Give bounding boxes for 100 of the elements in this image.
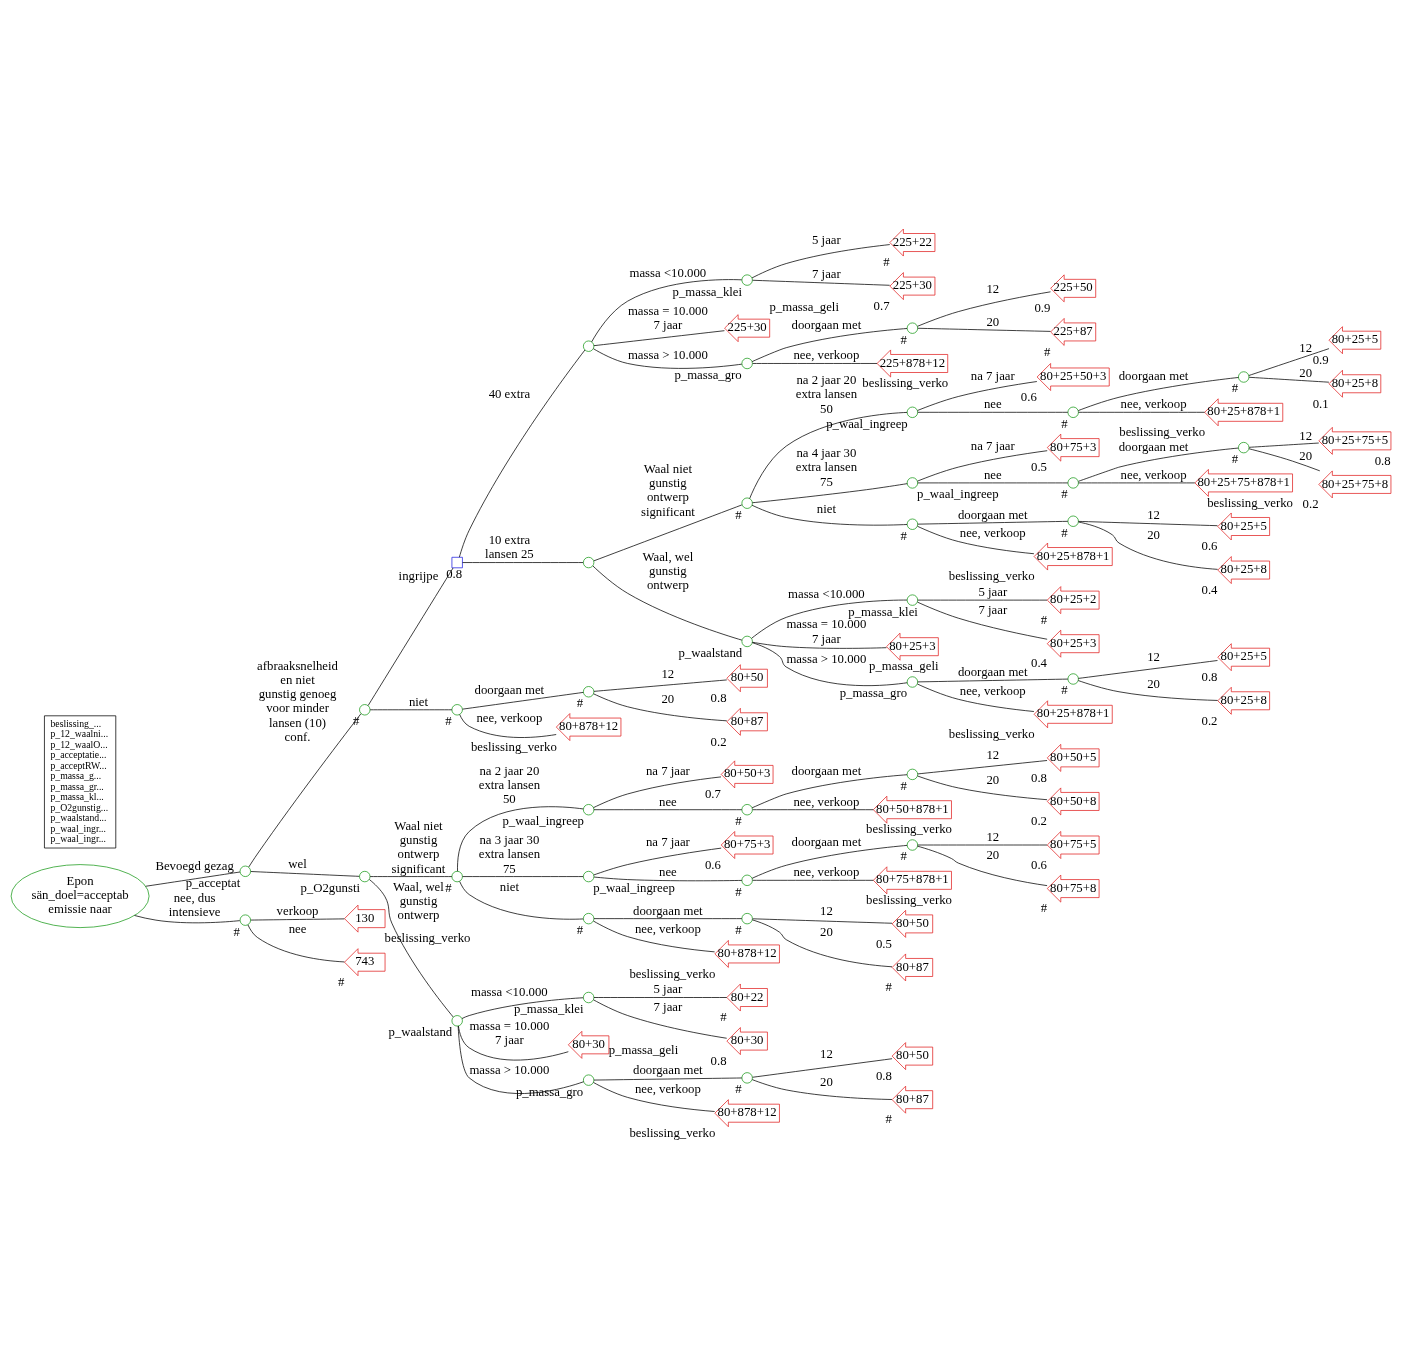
- connector: [917, 450, 1048, 482]
- node-circle: [741, 635, 753, 648]
- node-label: #: [735, 507, 742, 522]
- node-box: beslissing_... p_12_waalni... p_12_waalO... p_acceptatie... p_acceptRW... p_massa_g... p_massa_gr... p_massa_kl... p_O2gunstig... p_waalstand... p_waal_ingr... p_waal_ingr...: [44, 715, 117, 849]
- node-label: 0.8: [710, 1053, 727, 1068]
- edge-label: nee, dus intensieve: [168, 890, 221, 920]
- edge-label: doorgaan met: [957, 665, 1028, 680]
- connector: [459, 881, 584, 920]
- node-label: 0.2: [1031, 814, 1047, 829]
- connector: [1078, 521, 1218, 527]
- edge-label: doorgaan met: [1118, 369, 1189, 384]
- node-label: #: [1231, 381, 1239, 396]
- edge-label: 20: [1299, 365, 1313, 380]
- node-label: #: [576, 696, 584, 711]
- edge-label: nee, verkoop: [793, 348, 860, 363]
- edge-label: massa <10.000: [788, 587, 865, 602]
- node-label: 0.8: [710, 690, 727, 705]
- node-label: #: [1061, 683, 1068, 698]
- connector: [917, 845, 1048, 886]
- connector: [593, 504, 743, 562]
- connector: [917, 381, 1038, 411]
- connector: [461, 997, 584, 1019]
- edge-label: 5 jaar: [812, 232, 841, 247]
- node-label: 0.9: [1312, 352, 1329, 367]
- node-label: #: [1061, 416, 1068, 431]
- edge-label: 12: [820, 904, 833, 919]
- edge-label: doorgaan met: [791, 835, 862, 850]
- edge-label: nee, verkoop: [793, 794, 860, 809]
- node-circle: [906, 518, 919, 530]
- connector: [917, 678, 1069, 683]
- node-label: 0.6: [704, 857, 721, 872]
- connector: [751, 774, 908, 809]
- edge-label: massa > 10.000: [627, 348, 708, 363]
- node-label: p_acceptat: [185, 875, 241, 890]
- connector: [751, 599, 908, 639]
- connector: [367, 567, 454, 706]
- node-circle: [359, 870, 371, 883]
- edge-label: nee, verkoop: [793, 865, 860, 880]
- node-label: 0.8: [875, 1068, 892, 1083]
- connector: [917, 601, 1048, 640]
- edge-label: Bevoegd gezag: [155, 858, 234, 873]
- edge-label: niet: [408, 694, 429, 709]
- node-circle: [906, 676, 919, 688]
- edge-label: massa > 10.000: [786, 651, 867, 666]
- connector: [593, 847, 722, 876]
- node-label: #: [1044, 344, 1051, 359]
- edge-label: 40 extra: [488, 386, 531, 401]
- node-label: p_waal_ingreep: [502, 814, 584, 829]
- connector: [752, 483, 908, 504]
- connector: [592, 565, 743, 641]
- node-label: #: [1231, 452, 1239, 467]
- node-circle: [741, 1072, 753, 1084]
- connector: [752, 363, 878, 364]
- node-label: p_waalstand: [388, 1025, 453, 1040]
- node-circle: [583, 870, 595, 883]
- node-label: p_massa_gro: [839, 686, 908, 701]
- node-circle: [1238, 441, 1250, 454]
- edge-label: 10 extra lansen 25: [485, 533, 534, 562]
- edge-label: Waal, wel gunstig ontwerp: [642, 549, 694, 593]
- node-label: #: [720, 1010, 727, 1025]
- node-label: beslissing_verko: [629, 966, 716, 981]
- node-circle: [239, 914, 251, 926]
- edge-label: nee, verkoop: [1120, 467, 1187, 482]
- node-ellipse: Epon sän_doel=acceptab emissie naar: [10, 864, 150, 928]
- connector: [917, 683, 1035, 712]
- connector: [1077, 377, 1239, 411]
- edge-label: 20: [820, 924, 833, 939]
- node-circle: [239, 865, 251, 877]
- edge-label: nee: [659, 864, 677, 879]
- connector: [593, 999, 728, 1039]
- node-label: 0.7: [704, 787, 721, 802]
- connector: [751, 328, 908, 362]
- node-circle: [359, 704, 371, 716]
- node-label: #: [900, 332, 907, 347]
- connector: [250, 918, 345, 921]
- connector: [462, 876, 584, 877]
- connector: [752, 641, 887, 649]
- node-circle: [906, 406, 919, 418]
- edge-label: 7 jaar: [653, 1000, 683, 1015]
- edge-label: 5 jaar: [653, 982, 683, 997]
- edge-label: massa <10.000: [629, 265, 707, 280]
- node-label: #: [445, 714, 452, 729]
- node-label: #: [233, 924, 240, 939]
- node-label: #: [1040, 901, 1048, 916]
- node-label: p_waal_ingreep: [917, 487, 999, 502]
- node-label: beslissing_verko: [629, 1125, 716, 1140]
- connector: [134, 915, 241, 924]
- edge-label: 12: [820, 1047, 833, 1062]
- edge-label: 12: [1299, 428, 1313, 443]
- node-label: #: [576, 923, 584, 938]
- edge-label: 20: [1147, 676, 1160, 691]
- edge-label: 20: [661, 691, 675, 706]
- node-circle: [906, 768, 919, 781]
- node-label: p_massa_geli: [869, 659, 939, 674]
- edge-label: Waal, wel gunstig ontwerp: [393, 879, 444, 923]
- node-label: #: [445, 881, 452, 896]
- node-label: beslissing_verko: [1119, 425, 1206, 440]
- node-label: #: [900, 528, 907, 543]
- connector: [751, 244, 891, 279]
- node-circle: [741, 497, 753, 509]
